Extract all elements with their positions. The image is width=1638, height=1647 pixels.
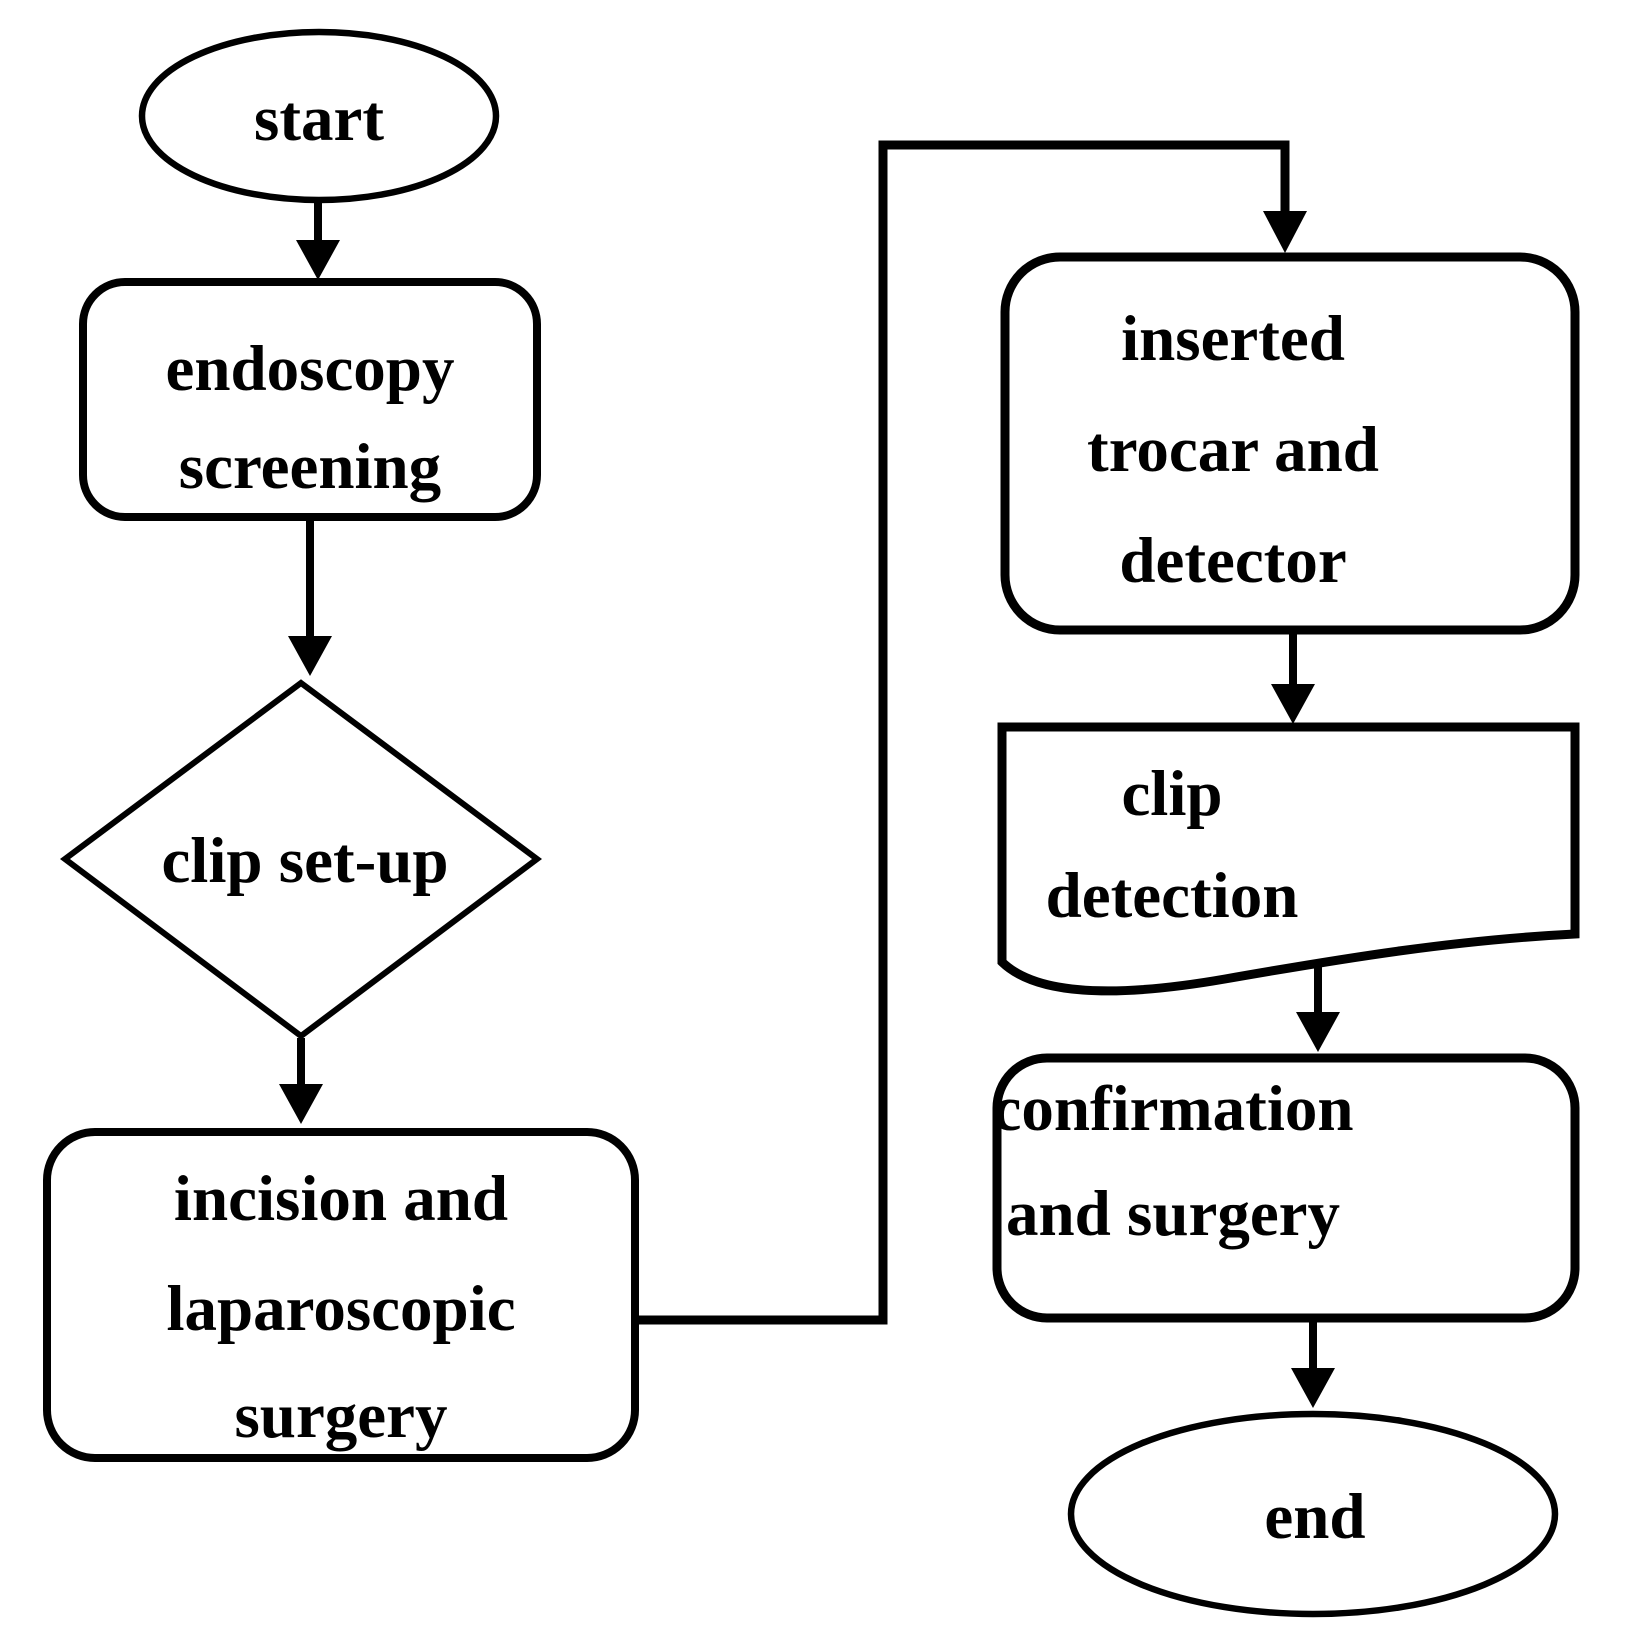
process-box xyxy=(992,1053,1580,1323)
decision-diamond xyxy=(59,679,543,1040)
node-label-line: detection xyxy=(1046,860,1299,932)
node-endoscopy-screening: endoscopy screening xyxy=(79,278,541,521)
arrowhead-down-icon xyxy=(288,636,332,676)
node-incision-laparoscopic-surgery: incision and laparoscopic surgery xyxy=(43,1128,639,1462)
arrowhead-down-icon xyxy=(1291,1368,1335,1408)
node-end: end xyxy=(1067,1410,1559,1618)
node-label-line: trocar and xyxy=(1087,414,1379,486)
terminator-ellipse xyxy=(138,28,500,204)
node-label-line: laparoscopic xyxy=(166,1273,515,1345)
node-inserted-trocar-detector: inserted trocar and detector xyxy=(1000,252,1580,635)
node-start: start xyxy=(138,28,500,204)
edge-elbow-path xyxy=(635,140,1290,1325)
node-label-line: screening xyxy=(179,431,441,503)
node-label-line: confirmation xyxy=(992,1073,1353,1145)
process-box xyxy=(79,278,541,521)
node-label-line: inserted xyxy=(1121,303,1345,375)
arrowhead-down-icon xyxy=(296,240,340,280)
process-box xyxy=(43,1128,639,1462)
node-label-line: surgery xyxy=(235,1380,448,1452)
terminator-ellipse xyxy=(1067,1410,1559,1618)
node-clip-set-up: clip set-up xyxy=(59,679,543,1040)
process-box xyxy=(1000,252,1580,635)
edge-confirmation-to-end xyxy=(1291,1320,1335,1408)
node-label-line: clip xyxy=(1121,758,1222,830)
node-clip-detection: clip detection xyxy=(997,722,1580,996)
arrowhead-down-icon xyxy=(279,1084,323,1124)
node-label: clip set-up xyxy=(161,825,448,897)
node-label: end xyxy=(1264,1481,1365,1553)
document-shape xyxy=(997,722,1580,996)
edge-clip-detection-to-confirmation xyxy=(1296,966,1340,1052)
edge-endoscopy-to-clip-set-up xyxy=(288,519,332,676)
arrowhead-down-icon xyxy=(1296,1012,1340,1052)
node-confirmation-surgery: confirmation and surgery xyxy=(992,1053,1580,1323)
node-label: start xyxy=(254,83,384,155)
edge-clip-set-up-to-incision xyxy=(279,1038,323,1124)
edge-trocar-to-clip-detection xyxy=(1271,632,1315,724)
node-label-line: and surgery xyxy=(1006,1178,1340,1250)
edge-start-to-endoscopy xyxy=(296,202,340,280)
edge-incision-to-trocar-elbow xyxy=(635,140,1307,1325)
node-label-line: incision and xyxy=(174,1163,508,1235)
node-label-line: endoscopy xyxy=(166,333,455,405)
arrowhead-down-icon xyxy=(1271,684,1315,724)
node-label-line: detector xyxy=(1119,525,1346,597)
arrowhead-down-icon xyxy=(1263,211,1307,253)
